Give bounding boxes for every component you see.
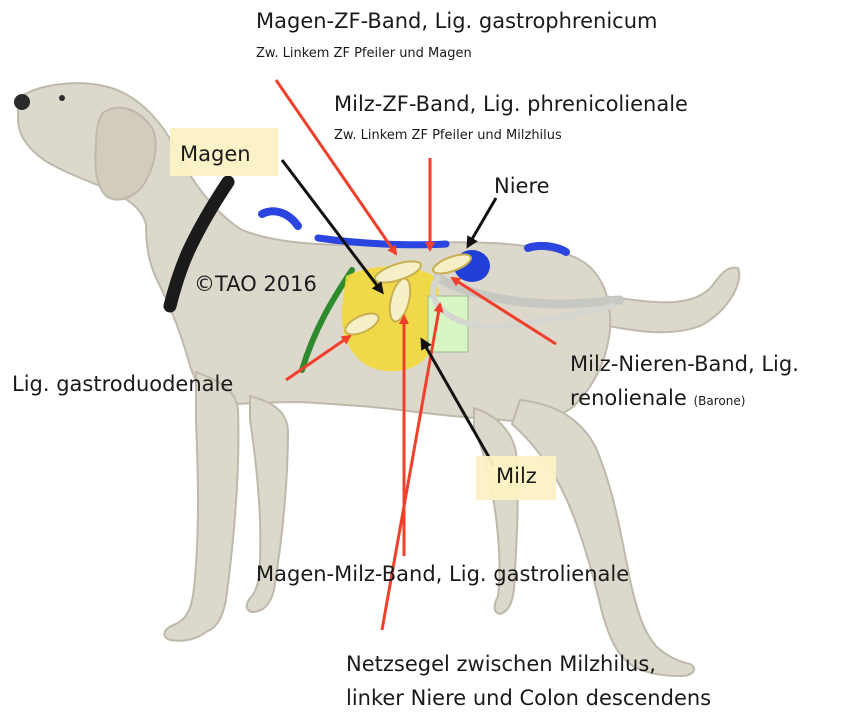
label-niere: Niere [494, 176, 550, 197]
dog-front-leg [164, 372, 238, 641]
dog-eye [59, 95, 65, 101]
dog-hind-leg [512, 400, 694, 676]
label-gastroduodenale: Lig. gastroduodenale [12, 374, 233, 395]
label-milz: Milz [496, 466, 537, 487]
dog-nose [14, 94, 30, 110]
label-magen-zf-band: Magen-ZF-Band, Lig. gastrophrenicum [256, 11, 657, 32]
blue-mark-back [318, 238, 446, 245]
blue-mark-shoulder [262, 211, 298, 226]
label-barone: (Barone) [693, 394, 745, 408]
label-milz-zf-band: Milz-ZF-Band, Lig. phrenicolienale [334, 94, 688, 115]
arrow-niere [468, 198, 496, 246]
label-gastrolienale: Magen-Milz-Band, Lig. gastrolienale [256, 564, 629, 585]
label-renolienale: renolienale (Barone) [570, 388, 745, 409]
label-magen-zf-band-sub: Zw. Linkem ZF Pfeiler und Magen [256, 47, 472, 60]
label-milz-zf-band-sub: Zw. Linkem ZF Pfeiler und Milzhilus [334, 129, 562, 142]
label-magen: Magen [180, 144, 251, 165]
label-netzsegel-line1: Netzsegel zwischen Milzhilus, [346, 654, 656, 675]
label-renolienale-text: renolienale [570, 386, 687, 410]
label-netzsegel-line2: linker Niere und Colon descendens [346, 688, 711, 709]
label-milz-nieren-band: Milz-Nieren-Band, Lig. [570, 354, 799, 375]
copyright-text: ©TAO 2016 [194, 274, 317, 295]
